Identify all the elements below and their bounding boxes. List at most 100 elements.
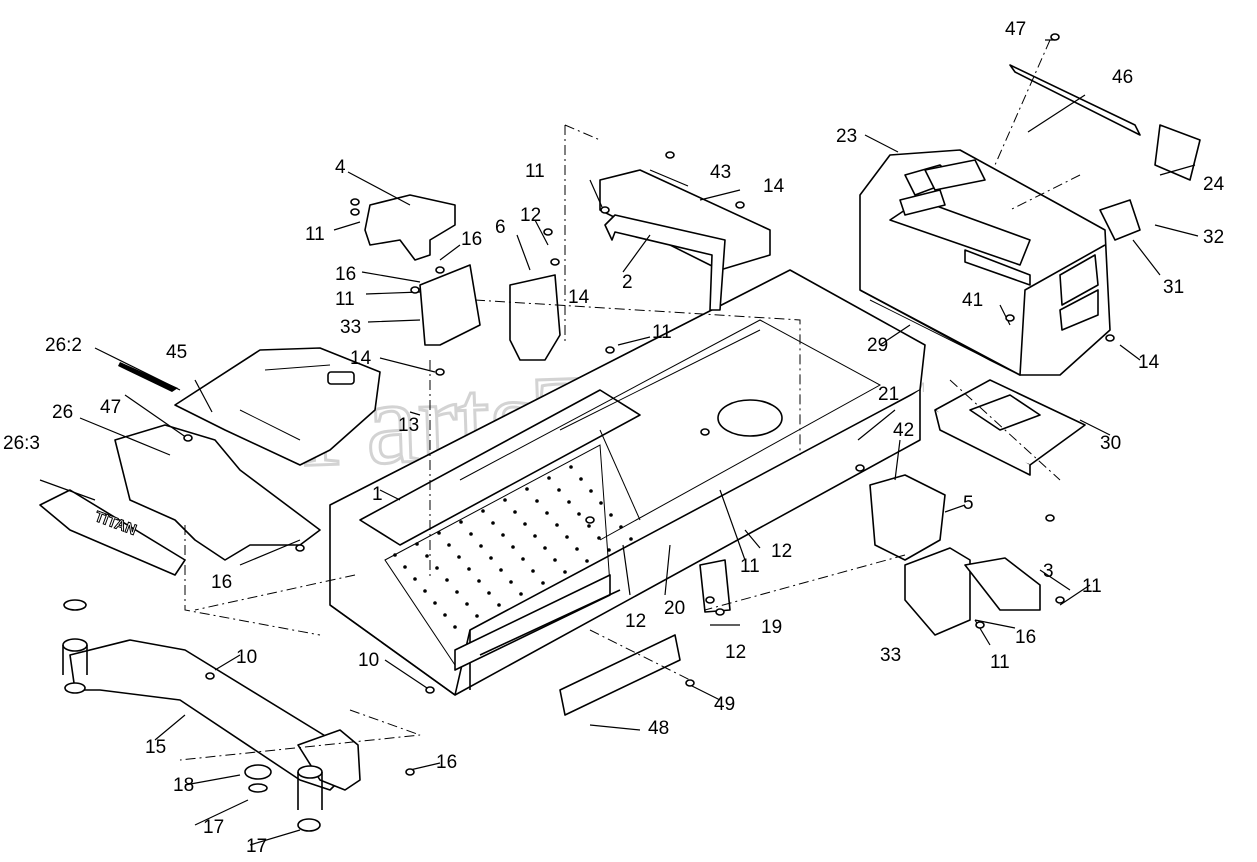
- bolt-icon: [435, 368, 445, 376]
- bolt-icon: [543, 228, 553, 236]
- callout-16-b: 16: [335, 264, 356, 285]
- callout-11-g: 11: [990, 652, 1010, 673]
- bolt-icon: [705, 596, 715, 604]
- bolt-icon: [550, 258, 560, 266]
- frame-hole: [501, 533, 505, 537]
- frame-hole: [487, 591, 491, 595]
- frame-hole: [567, 500, 571, 504]
- control-plate: [599, 169, 771, 271]
- frame-hole: [491, 521, 495, 525]
- right-brackets: [699, 474, 1041, 636]
- callout-11-a: 11: [525, 161, 545, 182]
- bolt-icon: [1045, 514, 1055, 522]
- frame-hole: [475, 614, 479, 618]
- callout-11-b: 11: [305, 224, 325, 245]
- callout-14-b: 14: [350, 348, 372, 369]
- callout-42: 42: [893, 420, 914, 441]
- frame-hole: [443, 613, 447, 617]
- frame-hole: [521, 557, 525, 561]
- bolt-icon: [1105, 334, 1115, 342]
- frame-hole: [393, 553, 397, 557]
- bolt-icon: [855, 464, 865, 472]
- frame-hole: [629, 537, 633, 541]
- callout-30: 30: [1100, 433, 1121, 454]
- bolt-icon: [975, 621, 985, 629]
- callout-14-a: 14: [763, 176, 785, 197]
- frame-hole: [513, 510, 517, 514]
- callout-15: 15: [145, 737, 166, 758]
- bracket-4: [364, 194, 456, 261]
- callout-18: 18: [173, 775, 194, 796]
- bolt-icon: [665, 151, 675, 159]
- frame-hole: [577, 512, 581, 516]
- frame-hole: [481, 509, 485, 513]
- callout-31: 31: [1163, 277, 1184, 298]
- bolt-icon: [405, 768, 415, 776]
- frame-hole: [531, 569, 535, 573]
- frame-hole: [499, 568, 503, 572]
- callout-4: 4: [335, 157, 346, 178]
- frame-hole: [489, 556, 493, 560]
- frame-hole: [435, 566, 439, 570]
- frame-hole: [455, 590, 459, 594]
- frame-hole: [535, 499, 539, 503]
- callout-26-2: 26:2: [45, 335, 82, 356]
- bolt-icon: [735, 201, 745, 209]
- frame-hole: [553, 558, 557, 562]
- frame-hole: [453, 625, 457, 629]
- bolt-icon: [585, 516, 595, 524]
- frame-hole: [457, 555, 461, 559]
- bolt-icon: [183, 434, 193, 442]
- bolt-icon: [350, 208, 360, 216]
- frame-hole: [477, 579, 481, 583]
- bolt-icon: [700, 428, 710, 436]
- bolt-icon: [435, 266, 445, 274]
- frame-hole: [459, 520, 463, 524]
- plate-6: [509, 274, 561, 361]
- mount-33-left: [419, 264, 481, 346]
- callout-11-d: 11: [652, 322, 672, 343]
- callout-47-top: 47: [1005, 19, 1026, 40]
- callout-11-e: 11: [740, 556, 760, 577]
- frame-hole: [519, 592, 523, 596]
- main-frame: [329, 269, 926, 696]
- bolt-icon: [410, 286, 420, 294]
- bolt-icon: [1005, 314, 1015, 322]
- frame-hole: [575, 547, 579, 551]
- frame-hole: [437, 531, 441, 535]
- frame-hole: [587, 524, 591, 528]
- frame-hole: [545, 511, 549, 515]
- frame-hole: [599, 501, 603, 505]
- callout-33-left: 33: [340, 317, 361, 338]
- frame-hole: [415, 542, 419, 546]
- bolt-icon: [715, 608, 725, 616]
- callout-12-b: 12: [771, 541, 792, 562]
- fasteners: [183, 33, 1115, 776]
- frame-hole: [563, 570, 567, 574]
- frame-hole: [509, 580, 513, 584]
- rear-items: [1009, 64, 1201, 241]
- callout-49: 49: [714, 694, 735, 715]
- callout-21: 21: [878, 384, 899, 405]
- frame-hole: [565, 535, 569, 539]
- callout-48: 48: [648, 718, 669, 739]
- callout-29: 29: [867, 335, 888, 356]
- bolt-icon: [600, 206, 610, 214]
- callout-10-b: 10: [358, 650, 379, 671]
- frame-hole: [511, 545, 515, 549]
- frame-hole: [413, 577, 417, 581]
- callout-2: 2: [622, 272, 633, 293]
- frame-hole: [609, 513, 613, 517]
- callout-26-3: 26:3: [3, 433, 40, 454]
- callout-26: 26: [52, 402, 73, 423]
- assembly-lines: [179, 39, 1081, 761]
- bracket-2: [604, 214, 726, 311]
- frame-hole: [423, 589, 427, 593]
- frame-hole: [579, 477, 583, 481]
- bolt-icon: [425, 686, 435, 694]
- frame-hole: [497, 603, 501, 607]
- callout-19: 19: [761, 617, 782, 638]
- callout-10-a: 10: [236, 647, 257, 668]
- callout-20: 20: [664, 598, 685, 619]
